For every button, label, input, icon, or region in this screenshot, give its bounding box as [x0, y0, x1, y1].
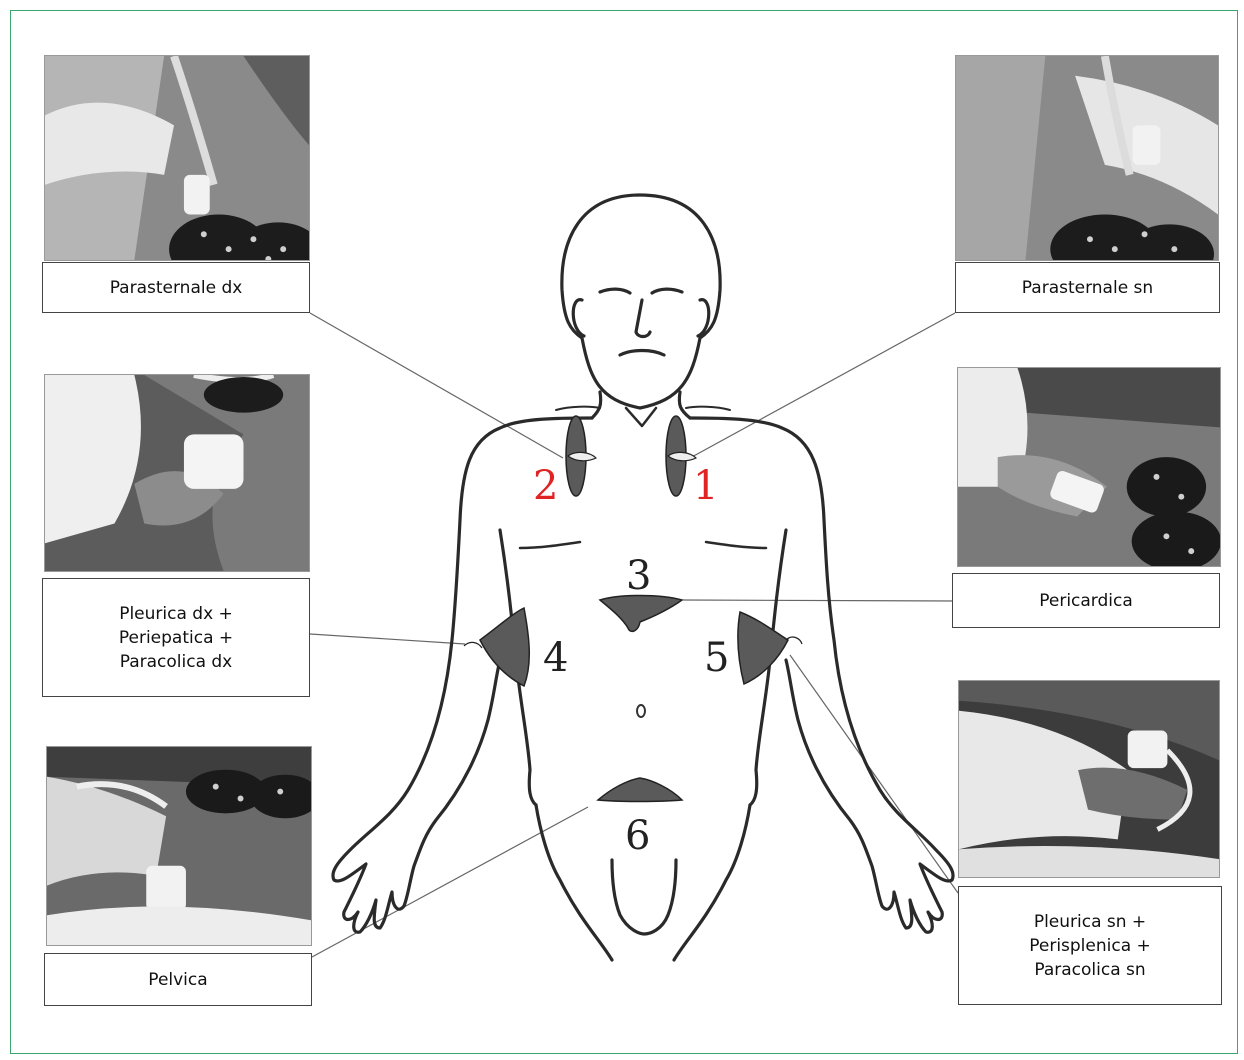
photo-pleurica-sn [958, 680, 1220, 878]
label-parasternale-dx: Parasternale dx [42, 262, 310, 313]
zone-number-6: 6 [625, 816, 650, 856]
label-pleurica-sn: Pleurica sn + Perisplenica + Paracolica … [958, 886, 1222, 1005]
photo-parasternale-dx [44, 55, 310, 261]
photo-parasternale-sn [955, 55, 1219, 261]
zone-number-3: 3 [626, 556, 651, 596]
photo-pelvica [46, 746, 312, 946]
label-pelvica: Pelvica [44, 953, 312, 1006]
photo-pericardica [957, 367, 1221, 567]
label-pleurica-dx: Pleurica dx + Periepatica + Paracolica d… [42, 578, 310, 697]
zone-number-2: 2 [533, 466, 558, 506]
zone-number-4: 4 [543, 638, 568, 678]
label-pericardica: Pericardica [952, 573, 1220, 628]
photo-pleurica-dx [44, 374, 310, 572]
zone-number-1: 1 [693, 466, 718, 506]
label-parasternale-sn: Parasternale sn [955, 262, 1220, 313]
zone-number-5: 5 [704, 638, 729, 678]
